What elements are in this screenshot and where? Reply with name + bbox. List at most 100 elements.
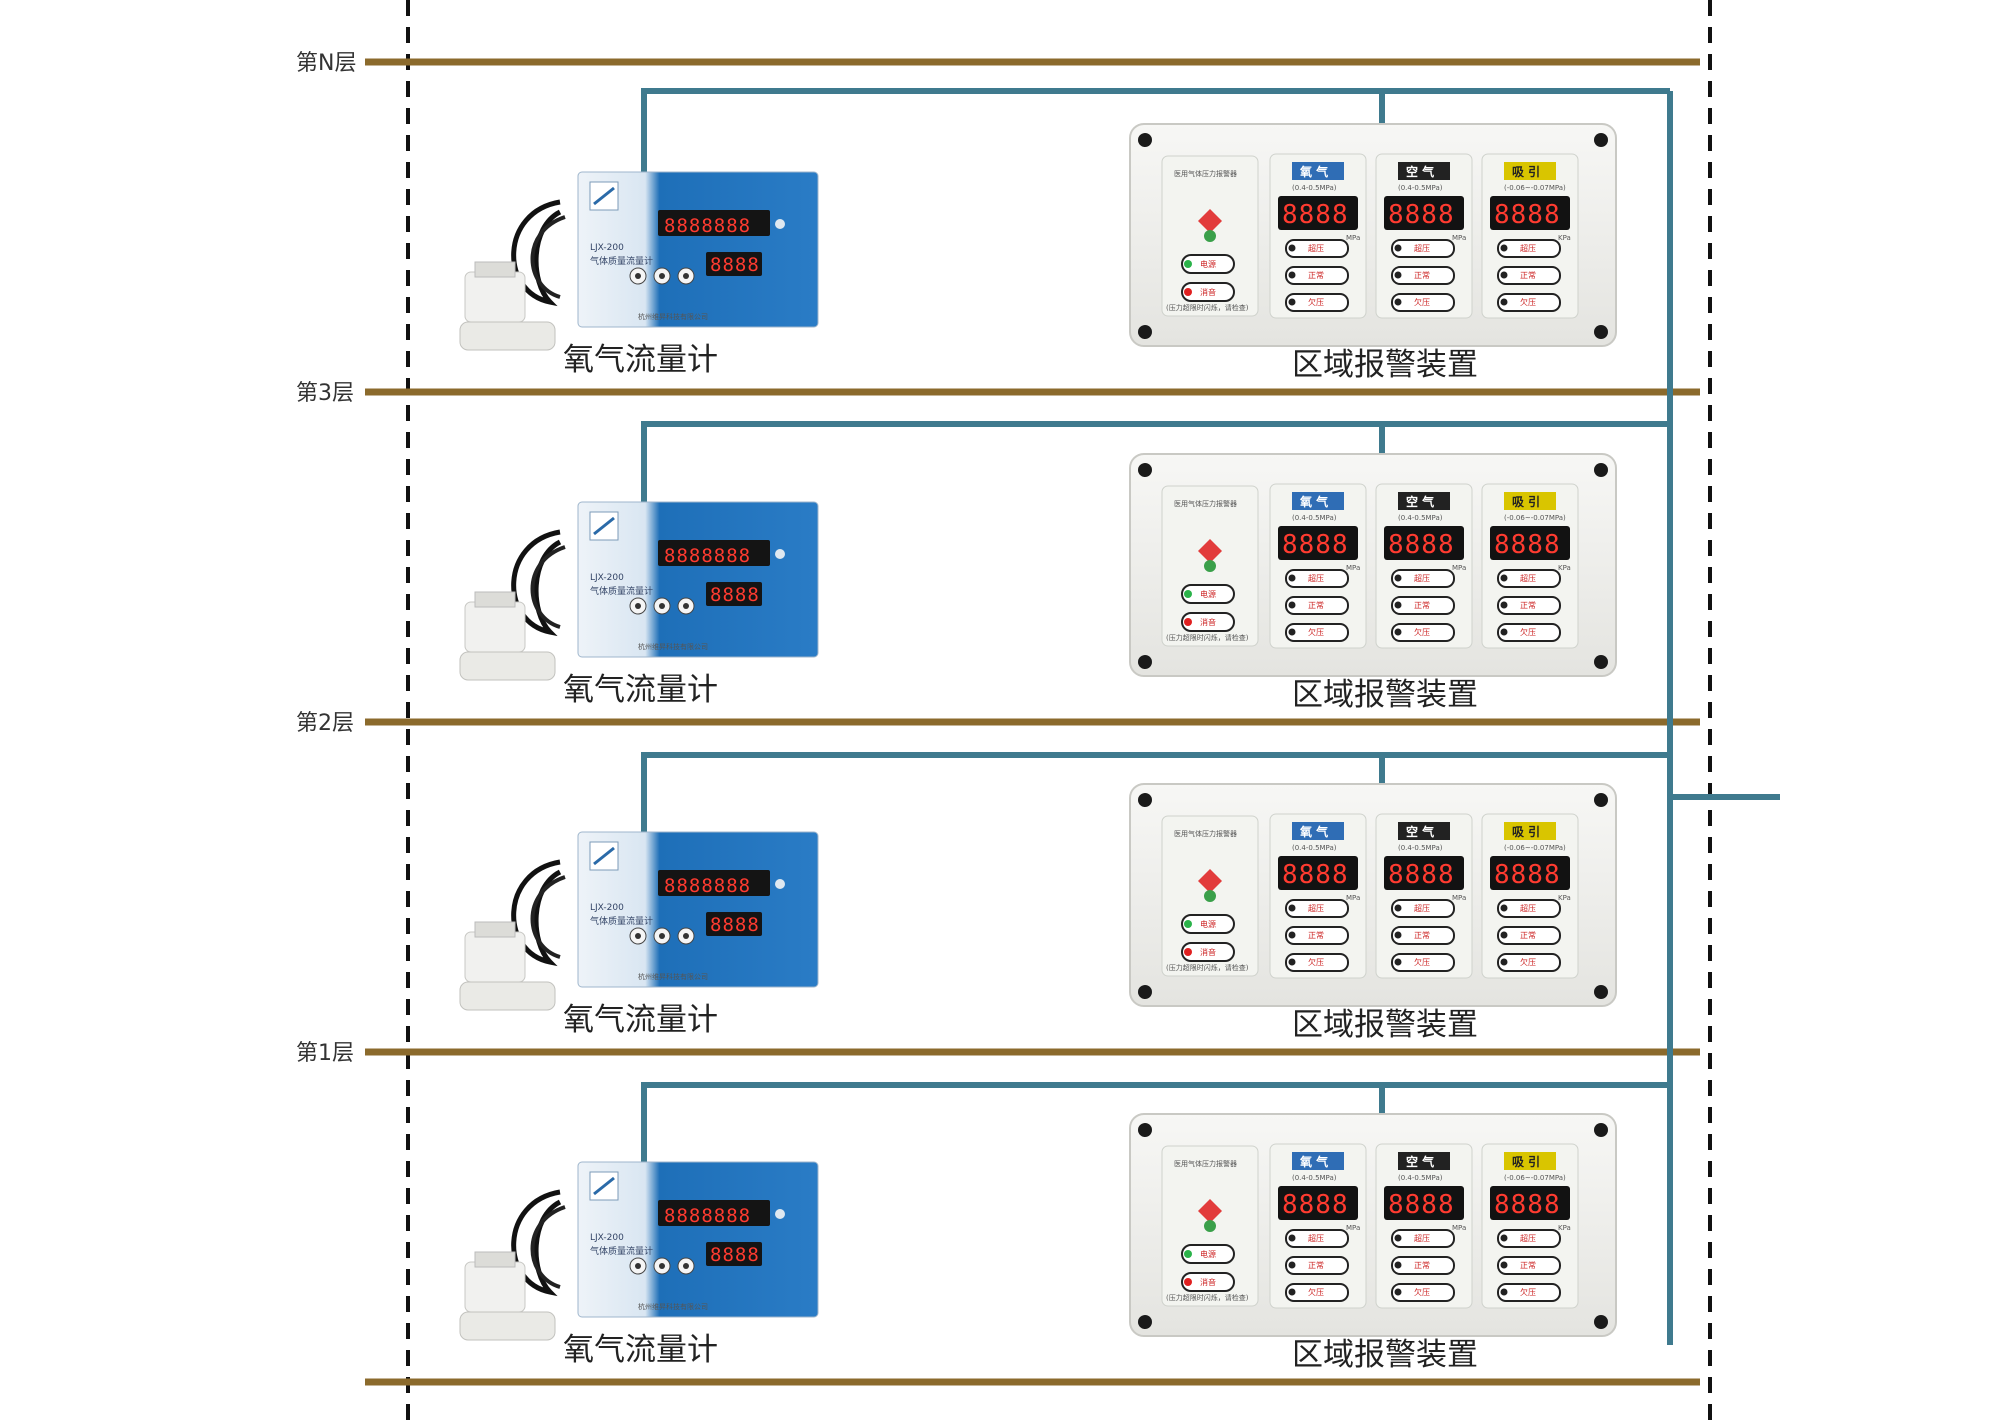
channel-tag — [1398, 162, 1450, 180]
floor-section: LJX-200气体质量流量计88888888888杭州维昇科技有限公司氧气流量计… — [459, 1082, 1670, 1373]
channel-display-value: 8888 — [1388, 860, 1455, 890]
sub-display — [706, 252, 762, 276]
channel-status-button — [1391, 953, 1455, 972]
channel-status-button — [1285, 899, 1349, 918]
alarm-footer-note: (压力超限时闪烁，请检查) — [1166, 1293, 1249, 1302]
channel-status-label: 正常 — [1520, 931, 1536, 940]
channel-status-led — [1500, 298, 1508, 306]
alarm-logo-icon — [1198, 869, 1222, 893]
product-label: 气体质量流量计 — [590, 255, 653, 267]
logo-mark — [593, 1176, 615, 1196]
channel-status-led — [1500, 958, 1508, 966]
channel-display — [1278, 196, 1358, 230]
left-module-button — [1181, 1244, 1235, 1264]
left-module-button — [1181, 254, 1235, 274]
channel-status-label: 欠压 — [1414, 627, 1430, 637]
channel-status-button — [1391, 899, 1455, 918]
channel-status-led — [1500, 628, 1508, 636]
channel-display — [1278, 1186, 1358, 1220]
channel-range: (0.4-0.5MPa) — [1292, 1174, 1337, 1182]
mounting-screw — [1594, 793, 1608, 807]
channel-status-button — [1497, 293, 1561, 312]
flowmeter-caption: 氧气流量计 — [563, 672, 718, 708]
channel-status-label: 正常 — [1308, 1261, 1324, 1270]
channel-status-label: 欠压 — [1308, 957, 1324, 967]
floor-section: LJX-200气体质量流量计88888888888杭州维昇科技有限公司氧气流量计… — [459, 752, 1670, 1043]
channel-status-label: 正常 — [1308, 931, 1324, 940]
channel-display-value: 8888 — [1282, 530, 1349, 560]
control-knob-center — [635, 273, 641, 279]
channel-display-value: 8888 — [1282, 1190, 1349, 1220]
left-module-led — [1184, 260, 1192, 268]
channel-status-label: 正常 — [1520, 1261, 1536, 1270]
channel-display — [1278, 856, 1358, 890]
sensor-pipe — [459, 651, 556, 681]
channel-status-button — [1497, 926, 1561, 945]
control-knob-center — [659, 273, 665, 279]
left-module-button — [1181, 612, 1235, 632]
left-module-led — [1184, 618, 1192, 626]
channel-tag — [1504, 162, 1556, 180]
channel-unit: MPa — [1452, 564, 1466, 572]
channel-range: (-0.06~-0.07MPa) — [1504, 1174, 1566, 1182]
channel-status-label: 欠压 — [1414, 957, 1430, 967]
channel-unit: MPa — [1452, 1224, 1466, 1232]
logo-mark — [593, 516, 615, 536]
channel-status-label: 欠压 — [1414, 297, 1430, 307]
alarm-footer-note: (压力超限时闪烁，请检查) — [1166, 633, 1249, 642]
channel-name: 吸 引 — [1512, 495, 1540, 509]
channel-status-led — [1288, 574, 1296, 582]
control-knob-center — [635, 1263, 641, 1269]
channel-status-led — [1394, 1234, 1402, 1242]
left-module-button — [1181, 914, 1235, 934]
channel-status-led — [1288, 1261, 1296, 1269]
indicator-led — [775, 879, 785, 889]
channel-display-value: 8888 — [1494, 200, 1561, 230]
alarm-title: 医用气体压力报警器 — [1174, 829, 1237, 838]
main-display-value: 8888888 — [664, 1205, 751, 1227]
channel-status-label: 超压 — [1308, 573, 1324, 583]
channel-display — [1490, 856, 1570, 890]
channel-display-value: 8888 — [1388, 530, 1455, 560]
model-label: LJX-200 — [590, 243, 624, 253]
sensor-cap — [474, 921, 516, 938]
alarm-logo-icon — [1198, 209, 1222, 233]
channel-status-led — [1500, 271, 1508, 279]
left-module-led — [1184, 948, 1192, 956]
alarm-logo-leaf — [1204, 560, 1216, 572]
left-module-led — [1184, 1278, 1192, 1286]
alarm-caption: 区域报警装置 — [1292, 677, 1478, 713]
channel-status-led — [1394, 601, 1402, 609]
channel-status-led — [1288, 1234, 1296, 1242]
channel-status-button — [1285, 926, 1349, 945]
channel-tag — [1398, 492, 1450, 510]
channel-range: (0.4-0.5MPa) — [1292, 184, 1337, 192]
left-module-button-label: 电源 — [1200, 1249, 1216, 1259]
left-module-button-label: 消音 — [1200, 287, 1216, 297]
channel-tag — [1292, 1152, 1344, 1170]
control-knob-center — [635, 933, 641, 939]
alarm-logo-leaf — [1204, 1220, 1216, 1232]
channel-status-button — [1285, 623, 1349, 642]
floor-label: 第2层 — [296, 711, 354, 736]
mounting-screw — [1594, 1123, 1608, 1137]
channel-display — [1278, 526, 1358, 560]
channel-display — [1384, 526, 1464, 560]
control-knob-center — [659, 933, 665, 939]
channel-status-button — [1391, 623, 1455, 642]
cable-coil — [530, 215, 566, 299]
channel-range: (-0.06~-0.07MPa) — [1504, 514, 1566, 522]
indicator-led — [775, 1209, 785, 1219]
channel-status-led — [1288, 601, 1296, 609]
channel-status-button — [1285, 293, 1349, 312]
mounting-screw — [1138, 463, 1152, 477]
channel-status-button — [1497, 569, 1561, 588]
left-module-led — [1184, 590, 1192, 598]
channel-status-button — [1391, 926, 1455, 945]
alarm-title: 医用气体压力报警器 — [1174, 1159, 1237, 1168]
channel-status-led — [1288, 931, 1296, 939]
channel-status-led — [1394, 298, 1402, 306]
channel-tag — [1292, 162, 1344, 180]
